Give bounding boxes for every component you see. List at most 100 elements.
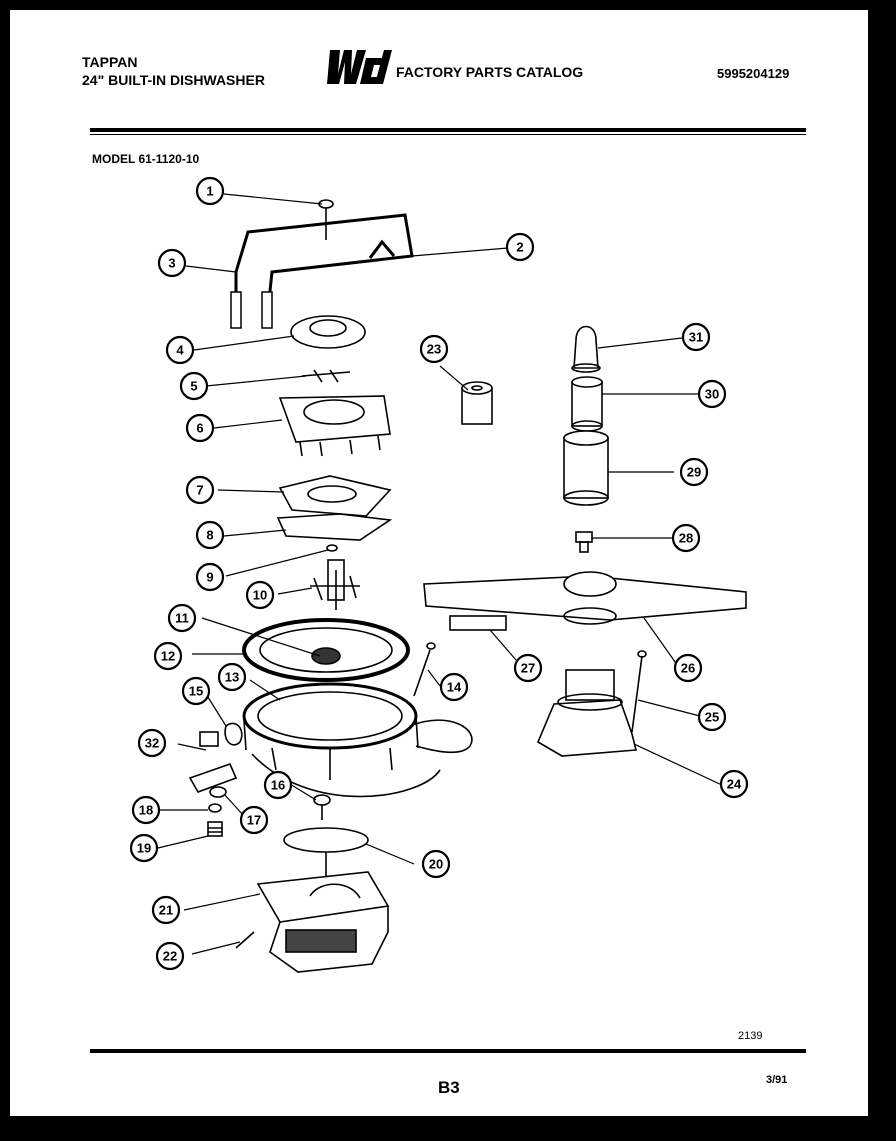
callout-30: 30 [697, 379, 727, 409]
wci-logo [327, 50, 392, 84]
appliance-subtitle: 24" BUILT-IN DISHWASHER [82, 72, 265, 88]
callout-26: 26 [673, 653, 703, 683]
callout-number: 18 [139, 803, 153, 818]
page-number: B3 [438, 1078, 460, 1097]
part-18-ring [208, 803, 222, 813]
callout-circle [131, 795, 161, 825]
callout-circle [155, 941, 185, 971]
part-21-motor [256, 871, 390, 973]
callout-circle [195, 520, 225, 550]
callout-number: 31 [689, 330, 703, 345]
callout-circle [153, 641, 183, 671]
part-11-12-seal-ring [242, 618, 410, 682]
callout-circle [673, 653, 703, 683]
callout-circle [185, 413, 215, 443]
part-1-screw [318, 199, 334, 240]
callout-2: 2 [505, 232, 535, 262]
callout-number: 30 [705, 387, 719, 402]
callout-28: 28 [671, 523, 701, 553]
callout-circle [179, 371, 209, 401]
callout-number: 19 [137, 841, 151, 856]
callout-circle [679, 457, 709, 487]
callout-23: 23 [419, 334, 449, 364]
callout-number: 12 [161, 649, 175, 664]
callout-number: 14 [447, 680, 462, 695]
callout-number: 4 [176, 343, 184, 358]
callout-number: 24 [727, 777, 742, 792]
part-10-impeller [310, 559, 360, 610]
callout-circle [421, 849, 451, 879]
part-22-screw [235, 931, 255, 949]
callout-22: 22 [155, 941, 185, 971]
callout-circle [195, 562, 225, 592]
callout-number: 6 [196, 421, 203, 436]
callout-circle [239, 805, 269, 835]
model-number: MODEL 61-1120-10 [92, 152, 200, 166]
callout-number: 8 [206, 528, 213, 543]
callout-circle [129, 833, 159, 863]
callout-15: 15 [181, 676, 211, 706]
callout-8: 8 [195, 520, 225, 550]
brand-name: TAPPAN [82, 54, 138, 70]
callout-24: 24 [719, 769, 749, 799]
part-19-plug [207, 821, 223, 837]
callout-6: 6 [185, 413, 215, 443]
part-16-clamp [313, 794, 331, 820]
callout-number: 23 [427, 342, 441, 357]
callout-31: 31 [681, 322, 711, 352]
diagram-number: 2139 [738, 1030, 763, 1042]
callout-9: 9 [195, 562, 225, 592]
callout-number: 2 [516, 240, 523, 255]
callout-number: 29 [687, 465, 701, 480]
callout-circle [719, 769, 749, 799]
callout-circle [165, 335, 195, 365]
exploded-parts-diagram: 1234567891011121314151617181920212223242… [129, 176, 749, 973]
part-24-hub [536, 669, 638, 757]
callout-number: 25 [705, 710, 719, 725]
callout-21: 21 [151, 895, 181, 925]
callout-circle [245, 580, 275, 610]
callout-number: 3 [168, 256, 175, 271]
callout-number: 28 [679, 531, 693, 546]
callout-number: 32 [145, 736, 159, 751]
callout-number: 1 [206, 184, 213, 199]
callout-16: 16 [263, 770, 293, 800]
part-15-32-valve [188, 722, 243, 798]
callout-10: 10 [245, 580, 275, 610]
callout-number: 17 [247, 813, 261, 828]
part-5-chopper [301, 369, 351, 383]
callout-circle [217, 662, 247, 692]
callout-circle [513, 653, 543, 683]
callout-circle [157, 248, 187, 278]
callout-number: 27 [521, 661, 535, 676]
callout-circle [263, 770, 293, 800]
callout-19: 19 [129, 833, 159, 863]
revision-date: 3/91 [766, 1074, 788, 1086]
part-30-tube [571, 376, 603, 432]
callout-number: 26 [681, 661, 695, 676]
header-rule-thin [90, 134, 806, 135]
callout-number: 16 [271, 778, 285, 793]
part-20-disc [283, 827, 369, 880]
callout-number: 11 [175, 611, 189, 626]
header-rule [90, 128, 806, 132]
callout-20: 20 [421, 849, 451, 879]
callout-29: 29 [679, 457, 709, 487]
callout-circle [681, 322, 711, 352]
footer-rule [90, 1049, 806, 1053]
callout-number: 10 [253, 588, 267, 603]
callout-32: 32 [137, 728, 167, 758]
part-25-screw [631, 650, 647, 733]
part-23-bushing [461, 381, 493, 425]
callout-number: 15 [189, 684, 203, 699]
part-29-tube [563, 430, 609, 506]
callout-circle [137, 728, 167, 758]
catalog-sheet: TAPPAN 24" BUILT-IN DISHWASHER FACTORY P… [10, 10, 868, 1116]
callout-circle [671, 523, 701, 553]
callout-number: 22 [163, 949, 177, 964]
catalog-part-number: 5995204129 [717, 66, 790, 81]
callout-circle [195, 176, 225, 206]
callout-circle [697, 702, 727, 732]
callout-circle [697, 379, 727, 409]
callout-circle [151, 895, 181, 925]
